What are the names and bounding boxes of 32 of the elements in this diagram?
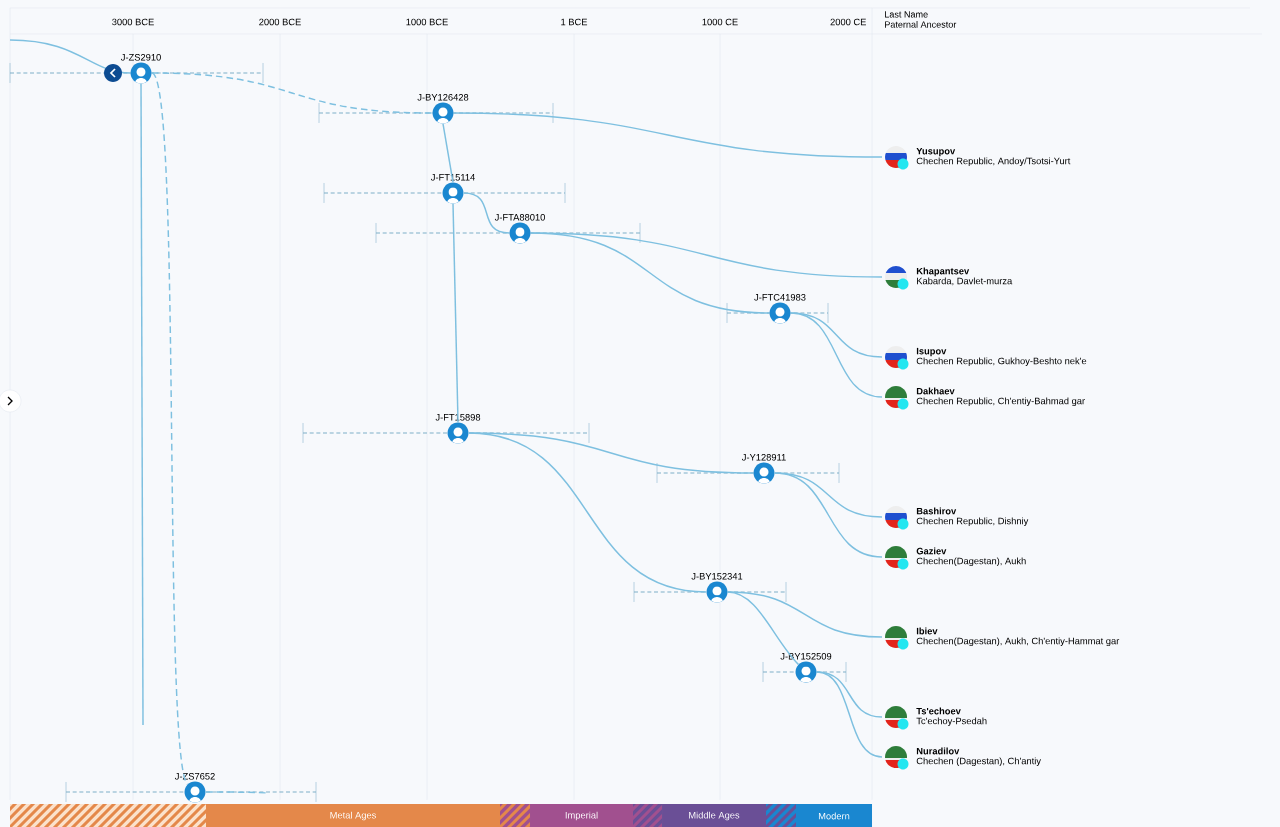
connector	[205, 791, 269, 794]
axis-label: 1000 BCE	[406, 18, 448, 26]
connector	[816, 671, 883, 758]
connector	[468, 432, 707, 593]
axis-label: 2000 CE	[830, 18, 866, 26]
connector	[452, 203, 459, 423]
era-band: Metal Ages	[206, 804, 500, 827]
ancestor-entry: Nuradilov Chechen (Dagestan), Ch'antiy	[916, 747, 1041, 767]
ancestor-entry: Ts'echoev Tc'echoy-Psedah	[916, 707, 987, 727]
ancestor-entry: Gaziev Chechen(Dagestan), Aukh	[916, 547, 1026, 567]
connector	[453, 112, 883, 158]
connector	[727, 591, 800, 666]
axis-label: 3000 BCE	[112, 18, 154, 26]
ancestor-entry: Ibiev Chechen(Dagestan), Aukh, Ch'entiy-Hammat gar	[916, 627, 1120, 647]
column-header: Last Name Paternal Ancestor	[885, 11, 957, 28]
axis-label: 2000 BCE	[259, 18, 301, 26]
connector	[9, 39, 131, 74]
connector	[530, 232, 770, 314]
ancestor-entry: Bashirov Chechen Republic, Dishniy	[916, 507, 1029, 527]
connector	[151, 72, 433, 114]
ancestor-entry: Khapantsev Kabarda, Davlet-murza	[916, 267, 1013, 286]
connector	[790, 312, 883, 398]
connector	[774, 472, 883, 558]
connector	[442, 123, 454, 183]
connector	[463, 192, 510, 234]
ancestor-entry: Isupov Chechen Republic, Gukhoy-Beshto nek'e	[916, 347, 1087, 367]
connector	[727, 591, 883, 638]
ancestor-entry: Dakhaev Chechen Republic, Ch'entiy-Bahmad gar	[916, 387, 1085, 407]
ancestor-entry: Yusupov Chechen Republic, Andoy/Tsotsi-Yurt	[916, 147, 1071, 167]
axis-label: 1 BCE	[561, 18, 588, 26]
axis-label: 1000 CE	[702, 18, 738, 26]
connector	[140, 83, 144, 726]
